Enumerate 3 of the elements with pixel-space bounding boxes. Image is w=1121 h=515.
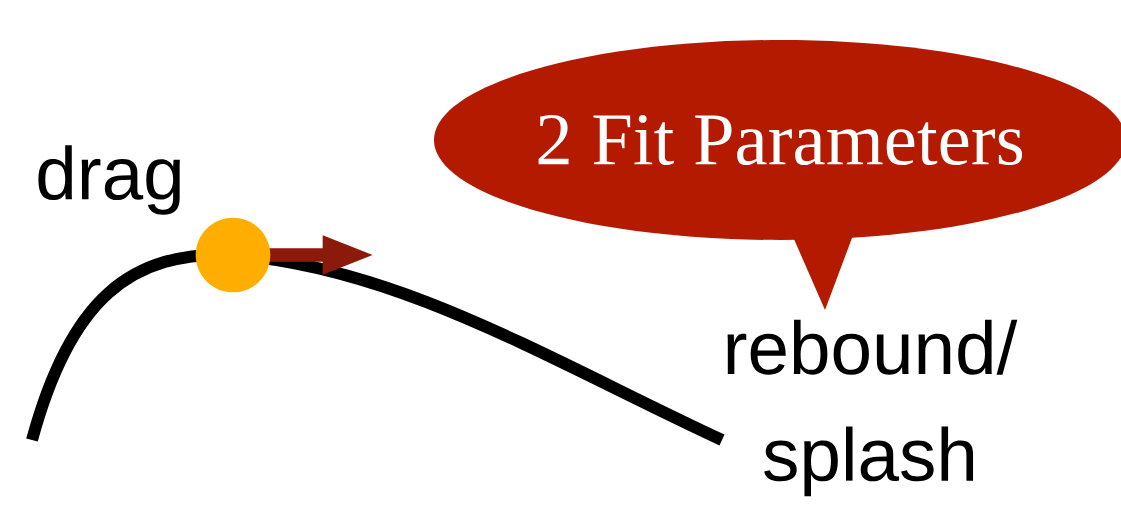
text-label: rebound/ splash [727,319,1018,497]
speech-bubble: 2 Fit Parameters [433,40,1121,310]
text-label: drag [38,145,180,215]
